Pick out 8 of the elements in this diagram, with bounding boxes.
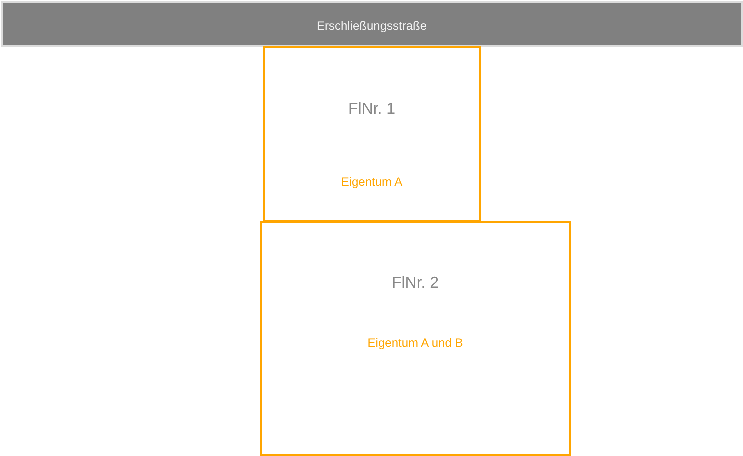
parcel-box [260,221,571,456]
road-band [1,1,743,47]
parcel-box [263,46,481,222]
parcel-number: FlNr. 1 [348,101,396,120]
ownership-label: Eigentum A [341,176,403,190]
parcel-number: FlNr. 2 [392,275,440,294]
road-name: Erschließungsstraße [316,20,428,34]
ownership-label: Eigentum A und B [368,337,464,351]
